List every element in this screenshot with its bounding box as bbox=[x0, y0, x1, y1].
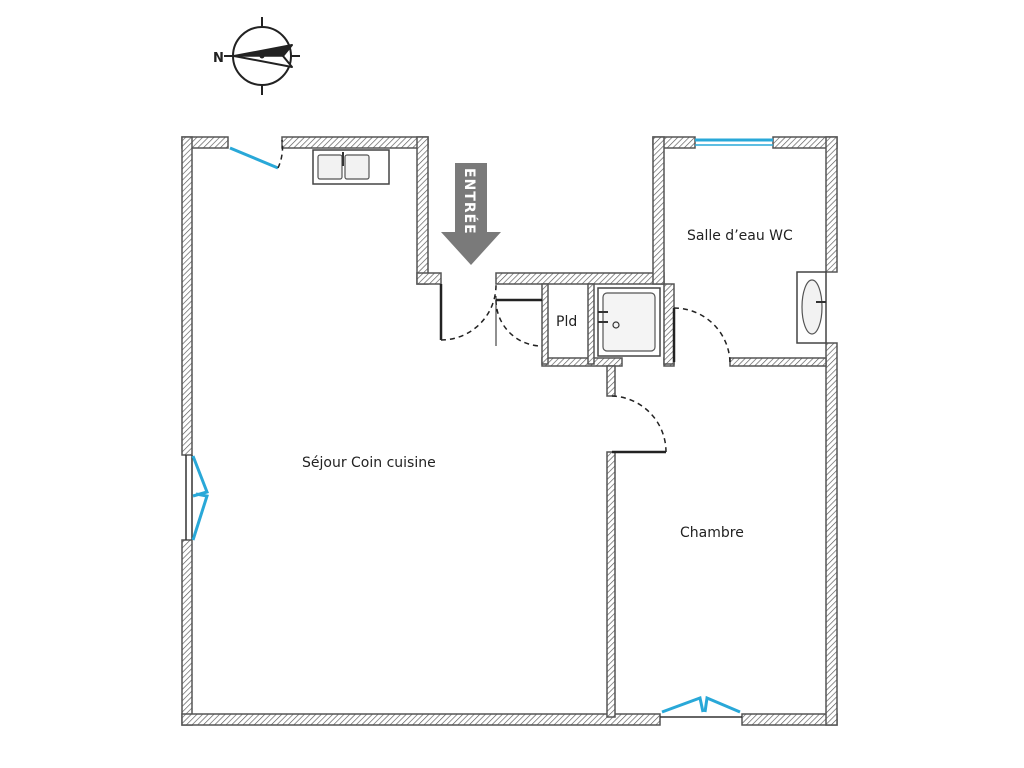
window-left-sash-bottom bbox=[191, 492, 209, 541]
kitchen-sink-icon bbox=[312, 149, 390, 185]
window-bottom-sash-right bbox=[703, 695, 741, 714]
washbasin-icon bbox=[796, 271, 827, 344]
doors bbox=[439, 283, 731, 454]
shower-icon bbox=[597, 287, 661, 357]
entrance-arrow-icon: ENTRÉE bbox=[441, 163, 501, 265]
room-label-placard: Pld bbox=[556, 314, 577, 330]
room-label-sejour: Séjour Coin cuisine bbox=[302, 455, 436, 471]
compass-north-label: N bbox=[213, 51, 224, 66]
window-left-sash-top bbox=[191, 455, 209, 498]
window-bottom-sash-left bbox=[661, 695, 705, 714]
room-label-chambre: Chambre bbox=[680, 525, 744, 541]
entrance-label: ENTRÉE bbox=[461, 168, 478, 235]
windows bbox=[185, 138, 773, 718]
compass-icon: N bbox=[213, 17, 300, 95]
walls bbox=[181, 136, 838, 726]
window-top-left-sash bbox=[229, 146, 279, 170]
room-label-salle-eau: Salle d’eau WC bbox=[687, 228, 793, 244]
